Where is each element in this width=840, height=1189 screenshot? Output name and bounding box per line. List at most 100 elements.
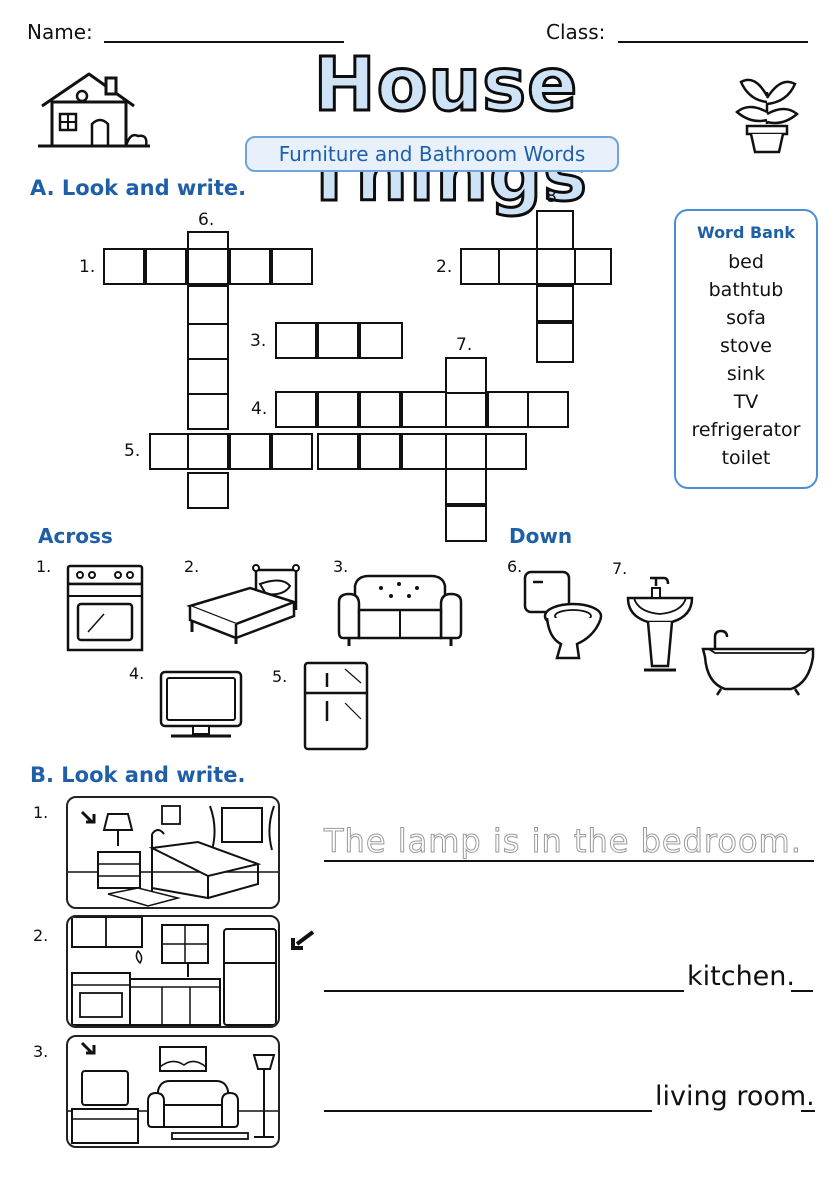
word-bank-word: bed [728, 251, 764, 273]
bedroom-scene [66, 796, 280, 909]
crossword-cell[interactable] [229, 248, 271, 285]
clue-number: 2. [184, 557, 200, 576]
word-bank: Word Bank bed bathtub sofa stove sink TV… [674, 209, 818, 489]
word-bank-word: toilet [721, 447, 771, 469]
bathtub-icon [701, 629, 815, 696]
crossword-cell[interactable] [271, 248, 313, 285]
crossword-number: 6. [198, 210, 215, 230]
word-bank-word: TV [733, 391, 759, 413]
clue-number: 6. [507, 557, 523, 576]
crossword-cell[interactable] [498, 248, 540, 285]
crossword-cell[interactable] [103, 248, 145, 285]
crossword-cell[interactable] [275, 322, 317, 359]
crossword-cell[interactable] [187, 472, 229, 509]
crossword-cell[interactable] [359, 433, 401, 470]
crossword-cell[interactable] [485, 433, 527, 470]
kitchen-scene [66, 915, 280, 1028]
crossword-cell[interactable] [187, 393, 229, 430]
crossword-cell[interactable] [460, 248, 502, 285]
sink-icon [626, 576, 694, 672]
bedroom-drawing [68, 805, 278, 907]
crossword-cell[interactable] [445, 357, 487, 394]
clue-number: 3. [333, 557, 349, 576]
crossword-cell[interactable] [359, 391, 401, 428]
plant-icon [735, 78, 799, 154]
crossword-number: 1. [79, 257, 96, 277]
stove-icon [66, 564, 144, 652]
crossword-number: 3. [250, 331, 267, 351]
answer-suffix: living room. [655, 1081, 815, 1112]
living-room-scene [66, 1035, 280, 1148]
answer-line[interactable] [791, 990, 813, 992]
crossword-cell[interactable] [536, 210, 574, 250]
tracing-sentence: The lamp is in the bedroom. [324, 822, 802, 861]
refrigerator-icon [303, 661, 369, 751]
name-field[interactable] [104, 41, 344, 43]
word-bank-word: stove [720, 335, 772, 357]
name-label: Name: [27, 20, 93, 44]
crossword-cell[interactable] [359, 322, 403, 359]
word-bank-word: refrigerator [691, 419, 801, 441]
crossword-cell[interactable] [187, 323, 229, 360]
question-number: 1. [33, 803, 49, 822]
crossword-cell[interactable] [401, 391, 447, 428]
word-bank-word: sink [726, 363, 766, 385]
class-label: Class: [546, 20, 606, 44]
word-bank-title: Word Bank [696, 223, 795, 242]
sofa-icon [337, 574, 463, 646]
section-b-heading: B. Look and write. [30, 763, 246, 787]
crossword-cell[interactable] [187, 231, 229, 250]
crossword-cell[interactable] [317, 433, 359, 470]
kitchen-drawing [71, 917, 277, 1026]
answer-line[interactable] [324, 860, 814, 862]
across-heading: Across [38, 524, 113, 548]
crossword-cell[interactable] [187, 433, 229, 470]
arrow-icon [291, 930, 315, 950]
crossword-cell[interactable] [445, 505, 487, 542]
crossword-number: 7. [456, 335, 473, 355]
bed-icon [186, 564, 300, 644]
crossword-cell[interactable] [275, 391, 317, 428]
answer-suffix: kitchen. [687, 961, 795, 992]
question-number: 3. [33, 1042, 49, 1061]
crossword-number: 4. [251, 399, 268, 419]
crossword-cell[interactable] [317, 391, 359, 428]
tv-icon [159, 670, 243, 738]
crossword-cell[interactable] [445, 391, 487, 428]
crossword-cell[interactable] [536, 285, 574, 322]
crossword-cell[interactable] [187, 248, 229, 285]
crossword-cell[interactable] [574, 248, 612, 285]
crossword-number: 5. [124, 441, 141, 461]
crossword-cell[interactable] [445, 433, 487, 470]
house-icon [38, 72, 150, 148]
crossword-cell[interactable] [187, 358, 229, 395]
living-room-drawing [68, 1041, 278, 1144]
crossword-cell[interactable] [536, 248, 578, 285]
toilet-icon [523, 570, 603, 660]
clue-number: 7. [612, 559, 628, 578]
crossword-cell[interactable] [317, 322, 359, 359]
crossword-cell[interactable] [229, 433, 271, 470]
down-heading: Down [509, 524, 573, 548]
class-field[interactable] [618, 41, 808, 43]
clue-number: 4. [129, 664, 145, 683]
crossword-cell[interactable] [149, 433, 191, 470]
word-bank-word: sofa [726, 307, 766, 329]
crossword-number: 8. [546, 187, 563, 207]
clue-number: 1. [36, 557, 52, 576]
word-bank-word: bathtub [708, 279, 784, 301]
crossword-cell[interactable] [527, 391, 569, 428]
section-a-heading: A. Look and write. [30, 176, 247, 200]
answer-line[interactable] [801, 1110, 815, 1112]
crossword-cell[interactable] [487, 391, 529, 428]
answer-line[interactable] [324, 1110, 652, 1112]
crossword-cell[interactable] [187, 285, 229, 325]
page-title: House Things [302, 41, 589, 220]
crossword-cell[interactable] [536, 322, 574, 363]
answer-line[interactable] [324, 990, 684, 992]
crossword-cell[interactable] [401, 433, 447, 470]
crossword-cell[interactable] [445, 468, 487, 505]
crossword-cell[interactable] [271, 433, 313, 470]
question-number: 2. [33, 926, 49, 945]
crossword-cell[interactable] [145, 248, 187, 285]
